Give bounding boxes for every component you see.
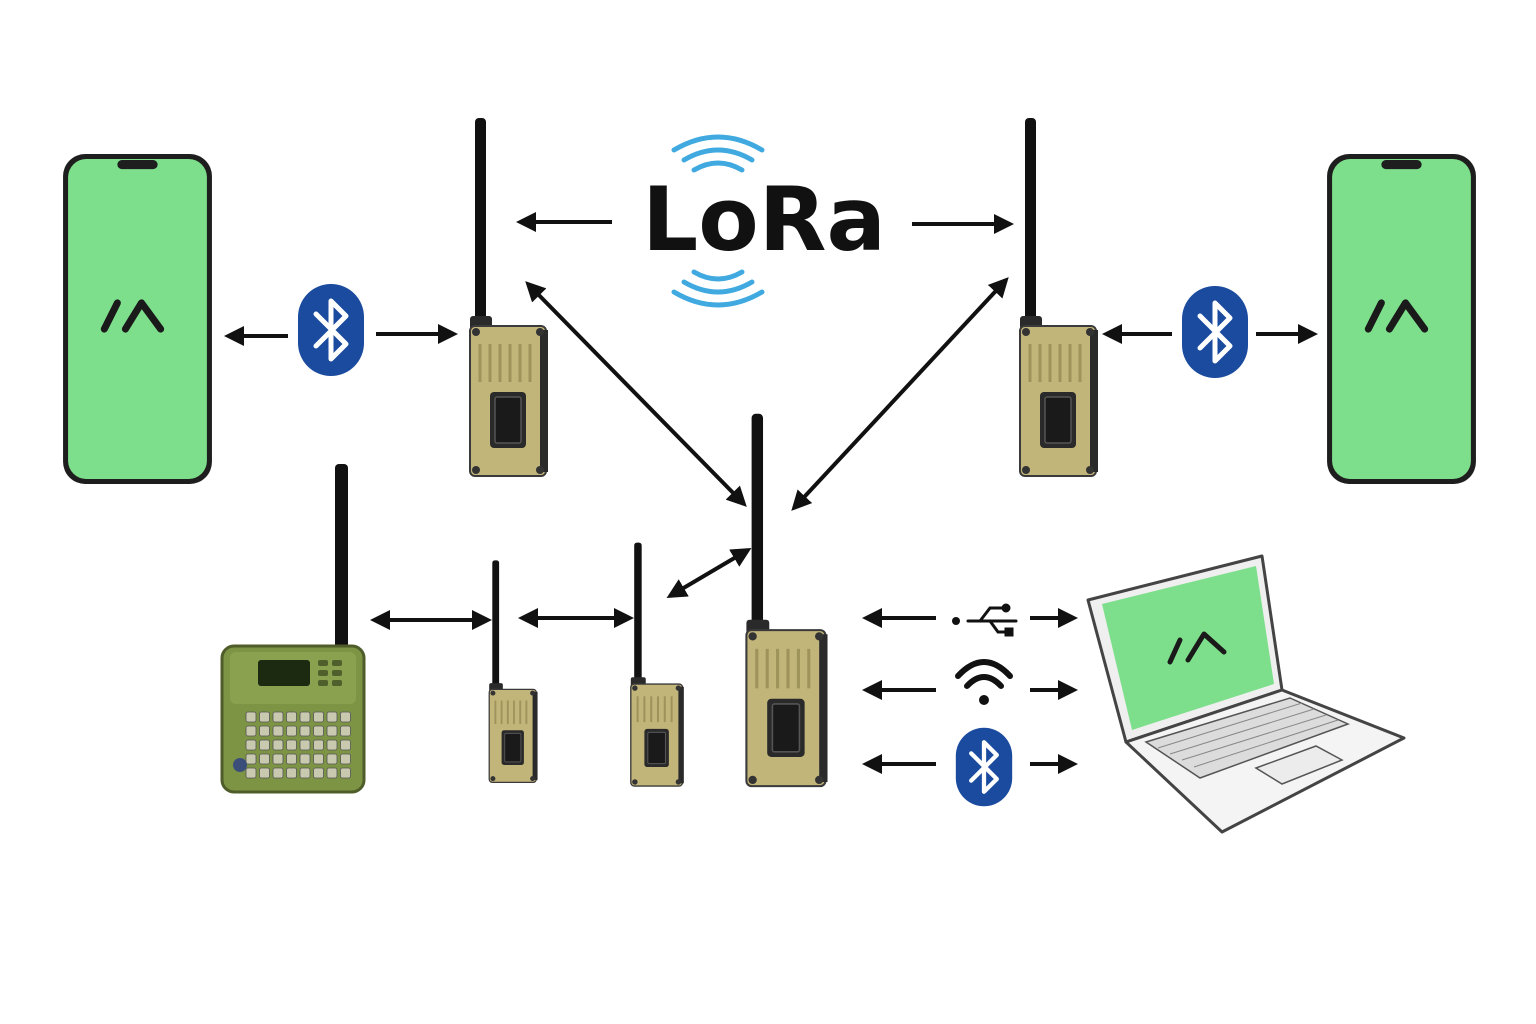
- keypad-key: [272, 753, 284, 765]
- keypad-key: [340, 767, 351, 779]
- keypad-key: [272, 725, 284, 737]
- connection-arrows: [224, 212, 1318, 774]
- keypad-key: [299, 711, 311, 723]
- wifi-icon: [955, 659, 1013, 705]
- keypad-key: [313, 725, 324, 737]
- usb-icon: [952, 603, 1018, 637]
- keypad-key: [259, 753, 270, 765]
- keypad-key: [340, 753, 351, 765]
- keypad-key: [245, 739, 257, 751]
- keypad-key: [259, 711, 270, 723]
- keypad-key: [259, 767, 270, 779]
- keypad-terminal: [220, 464, 366, 794]
- keypad-key: [245, 767, 257, 779]
- keypad-key: [286, 711, 297, 723]
- keypad-key: [245, 711, 257, 723]
- keypad-key: [326, 767, 338, 779]
- keypad-key: [299, 725, 311, 737]
- lora-node-small-1: [488, 559, 539, 784]
- keypad-key: [259, 725, 270, 737]
- keypad-key: [286, 725, 297, 737]
- keypad-key: [340, 739, 351, 751]
- bluetooth-icon: [298, 284, 364, 376]
- keypad-key: [272, 711, 284, 723]
- keypad-key: [313, 753, 324, 765]
- keypad-key: [326, 725, 338, 737]
- keypad-key: [313, 739, 324, 751]
- bluetooth-icon: [1182, 286, 1248, 378]
- keypad-key: [326, 739, 338, 751]
- phone-left: [63, 154, 212, 484]
- keypad-key: [245, 725, 257, 737]
- lora-node-center: [744, 412, 830, 788]
- keypad-key: [245, 753, 257, 765]
- keypad-key: [299, 767, 311, 779]
- keypad-key: [286, 767, 297, 779]
- keypad-key: [272, 739, 284, 751]
- phone-right: [1327, 154, 1476, 484]
- keypad-key: [286, 753, 297, 765]
- keypad-key: [340, 725, 351, 737]
- keypad-key: [259, 739, 270, 751]
- keypad-key: [313, 767, 324, 779]
- keypad-key: [299, 739, 311, 751]
- laptop: [1086, 554, 1406, 834]
- keypad-key: [272, 767, 284, 779]
- keypad-key: [286, 739, 297, 751]
- keypad-key: [313, 711, 324, 723]
- keypad-key: [326, 753, 338, 765]
- lora-node-small-2: [629, 541, 685, 788]
- keypad-key: [340, 711, 351, 723]
- keypad-key: [326, 711, 338, 723]
- lora-node-top-right: [1018, 118, 1100, 478]
- lora-node-top-left: [468, 118, 550, 478]
- bluetooth-icon: [956, 728, 1012, 807]
- keypad-key: [299, 753, 311, 765]
- app-logo-icon: [1167, 631, 1227, 665]
- lora-title: LoRa: [642, 168, 886, 271]
